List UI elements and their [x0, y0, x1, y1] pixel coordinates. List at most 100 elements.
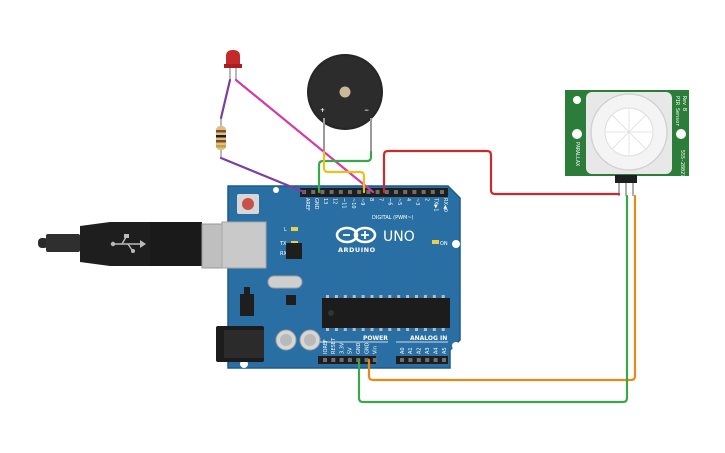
top-pin-label: ~11 — [341, 198, 347, 209]
analog-pin-label: A1 — [408, 347, 414, 354]
on-led-label: ON — [440, 241, 448, 247]
top-pin-label: ~6 — [387, 198, 393, 205]
red-led — [224, 50, 242, 80]
header-pin[interactable] — [394, 190, 398, 194]
analog-pin[interactable] — [416, 358, 421, 362]
analog-pin[interactable] — [442, 358, 446, 362]
power-pin[interactable] — [364, 358, 369, 362]
header-pin[interactable] — [320, 190, 325, 194]
crystal — [267, 275, 303, 289]
power-label: POWER — [363, 335, 388, 342]
analog-header — [396, 356, 448, 364]
analog-pin[interactable] — [400, 358, 404, 362]
pir-label-4: PARALLAX — [574, 142, 580, 166]
top-pin-label: 8 — [368, 198, 374, 201]
usb-icon — [110, 234, 146, 253]
header-pin[interactable] — [366, 190, 371, 194]
small-chip — [286, 295, 296, 305]
power-pin-label: IOREF — [323, 339, 329, 354]
header-pin[interactable] — [357, 190, 362, 194]
power-pin-label: 3.3V — [339, 342, 345, 354]
usb-chip — [286, 243, 302, 259]
power-pin[interactable] — [347, 358, 352, 362]
wire-orange — [367, 194, 637, 382]
voltage-regulator — [240, 294, 254, 316]
header-pin[interactable] — [403, 190, 408, 194]
pir-label-3: 555-28027 — [679, 150, 685, 177]
analog-label: ANALOG IN — [410, 335, 447, 342]
analog-pin-label: A0 — [400, 347, 406, 354]
top-pin-label: 4 — [405, 198, 411, 201]
header-pin[interactable] — [384, 190, 389, 194]
top-pin-label: ~9 — [359, 198, 365, 205]
led-tx-label: TX — [279, 241, 287, 247]
analog-pin[interactable] — [433, 358, 438, 362]
power-pin[interactable] — [331, 358, 336, 362]
top-pin-label: 13 — [322, 198, 328, 204]
led-l-label: L — [284, 227, 287, 233]
buzzer-plus-label: + — [320, 107, 325, 114]
power-pin[interactable] — [339, 358, 344, 362]
header-pin[interactable] — [430, 190, 435, 194]
top-pin-label: ~3 — [414, 198, 420, 205]
power-pin[interactable] — [372, 358, 377, 362]
digital-header-label: DIGITAL (PWM~) — [372, 215, 414, 221]
wire-purple — [219, 156, 306, 194]
pir-dome — [586, 92, 672, 174]
top-pin-label: TX▶1 — [433, 197, 439, 212]
resistor — [216, 118, 226, 158]
top-pin-label: GND — [313, 198, 319, 210]
board-brand: ARDUINO — [338, 246, 376, 254]
power-pin-label: GND — [356, 342, 362, 354]
power-header — [318, 356, 376, 364]
top-pin-label: 2 — [423, 198, 429, 201]
reset-button[interactable] — [237, 194, 259, 214]
power-pin-label: RESET — [331, 337, 337, 354]
top-pin-label: RX◀0 — [442, 198, 448, 212]
wire-green — [357, 194, 629, 404]
analog-pin[interactable] — [408, 358, 413, 362]
header-pin[interactable] — [421, 190, 426, 194]
wire-magenta — [234, 78, 375, 194]
power-pin-label: 5V — [348, 347, 354, 354]
wire-green — [317, 150, 373, 194]
pir-label-1: PIR Sensor — [674, 96, 680, 126]
analog-pin[interactable] — [425, 358, 430, 362]
header-pin[interactable] — [311, 190, 316, 194]
arduino-logo — [335, 226, 377, 244]
top-pin-label: 12 — [331, 198, 337, 204]
header-pin[interactable] — [412, 190, 417, 194]
top-pin-label: 7 — [377, 198, 383, 201]
wire-yellow — [322, 150, 366, 194]
header-pin[interactable] — [329, 190, 334, 194]
barrel-jack — [216, 326, 264, 362]
mounting-hole — [452, 240, 460, 248]
usb-jack — [221, 221, 267, 269]
digital-header — [300, 188, 448, 197]
header-pin[interactable] — [375, 190, 380, 194]
analog-pin-label: A5 — [442, 347, 448, 354]
piezo-buzzer: + − — [307, 54, 383, 152]
atmega-chip — [322, 295, 450, 331]
top-pin-label: AREF — [304, 198, 310, 211]
power-pin-label: GND — [364, 342, 370, 354]
wire-purple — [219, 78, 232, 120]
header-pin[interactable] — [348, 190, 352, 194]
top-pin-label: ~10 — [350, 198, 356, 209]
power-pin-label: Vin — [373, 346, 379, 354]
pir-label-2: Rev B — [681, 96, 687, 111]
capacitor — [299, 329, 321, 351]
analog-pin-label: A3 — [425, 347, 431, 354]
board-model: UNO — [383, 229, 415, 245]
analog-pin-label: A4 — [433, 347, 439, 354]
top-pin-label: ~5 — [396, 198, 402, 205]
mounting-hole — [273, 187, 279, 193]
wires — [219, 78, 637, 404]
power-pin[interactable] — [323, 358, 327, 362]
header-pin[interactable] — [440, 190, 444, 194]
mounting-hole — [452, 342, 460, 350]
header-pin[interactable] — [338, 190, 343, 194]
led-rx-label: RX — [280, 251, 287, 257]
